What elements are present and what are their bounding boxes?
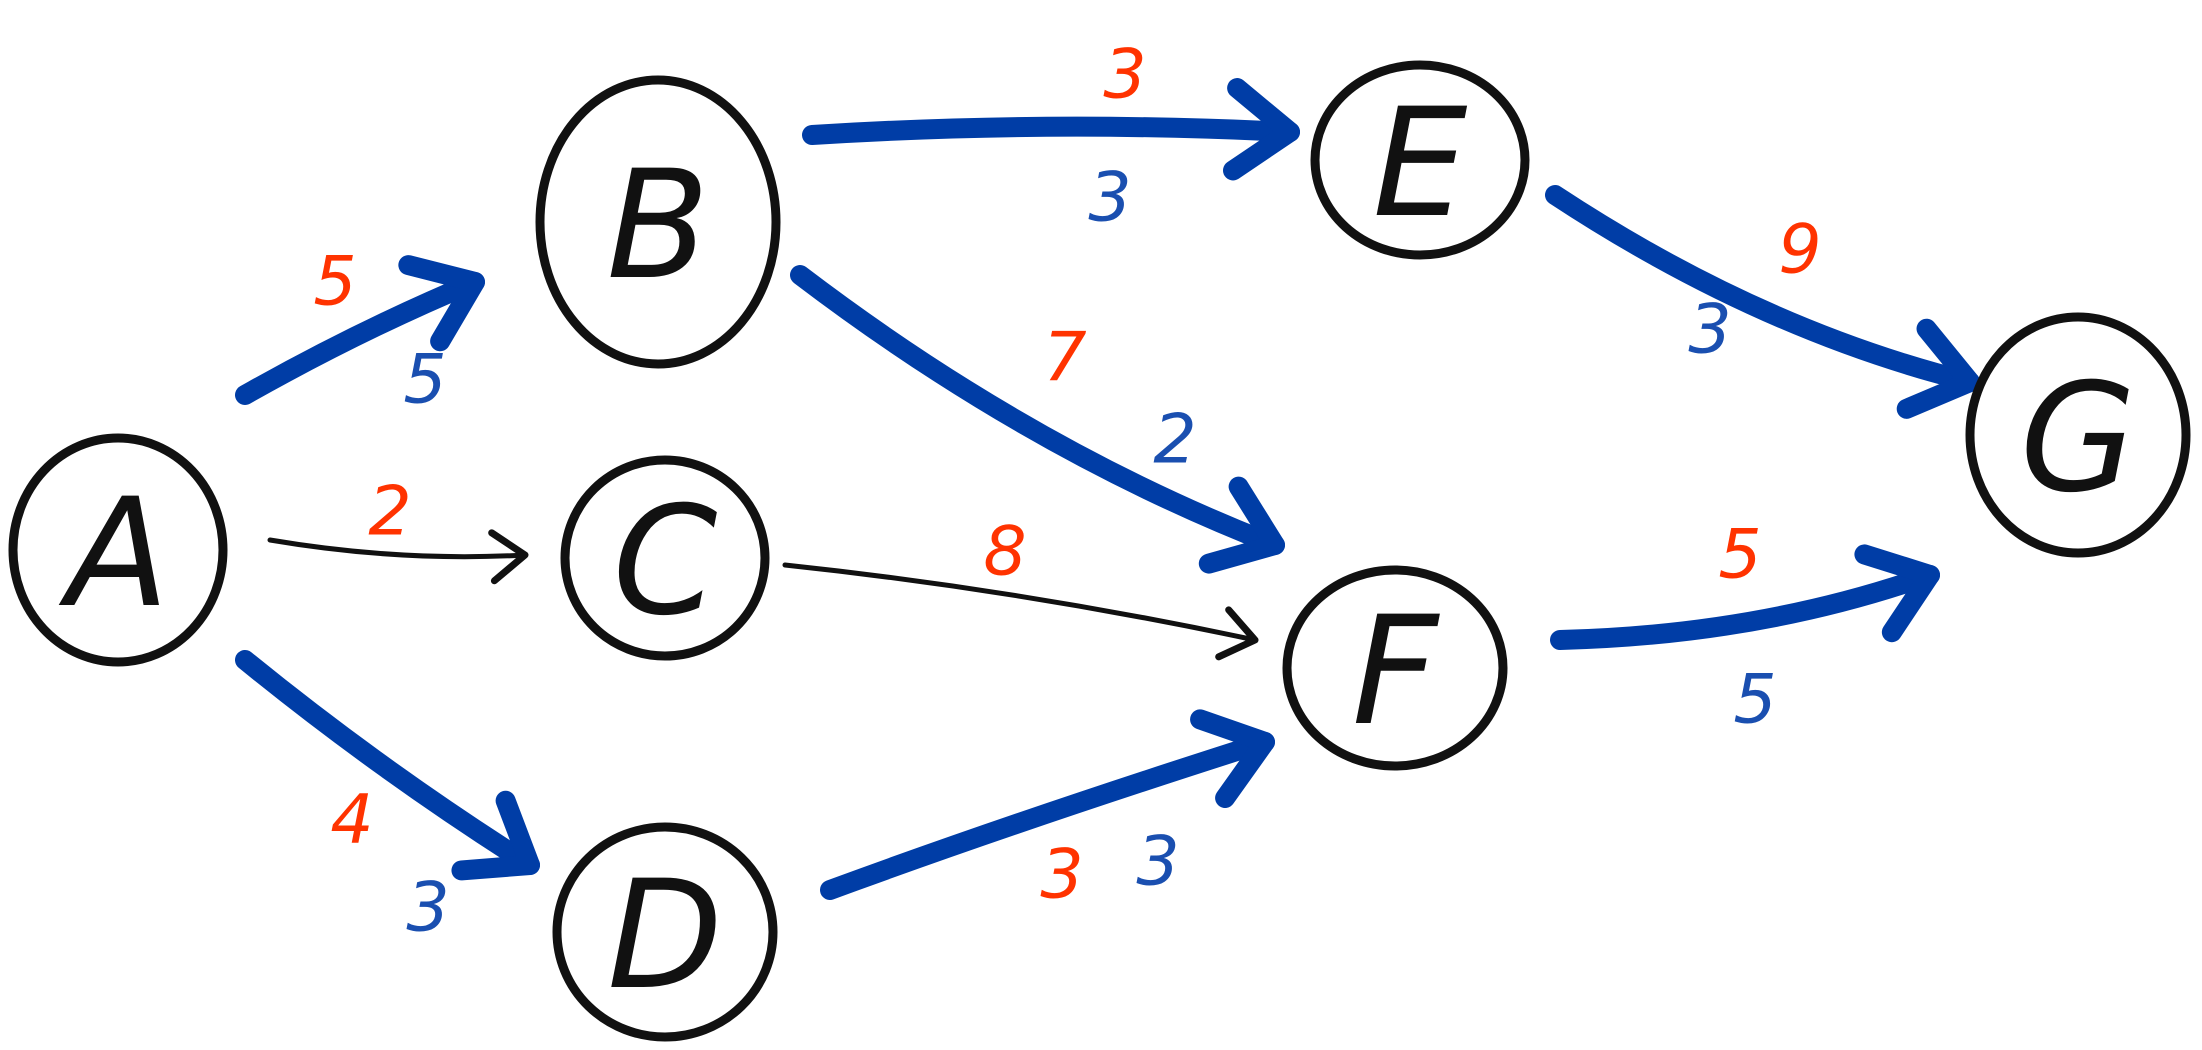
node-circle-a: [8, 433, 228, 667]
nodes-layer: A BC D E F G: [8, 60, 2191, 1042]
flow-line-b-e: [802, 116, 1300, 145]
capacity-label-f-g: 5: [1718, 516, 1761, 595]
flow-line-a-d: [235, 650, 540, 875]
capacity-label-d-f: 3: [1040, 836, 1083, 915]
flow-label-b-f: 2: [1153, 401, 1196, 480]
flow-label-f-g: 5: [1733, 661, 1776, 740]
edge-f-g: [1550, 544, 1940, 650]
capacity-label-b-e: 3: [1103, 36, 1146, 115]
node-label-c: C: [613, 475, 718, 649]
flow-arrowhead-b-f: [1198, 476, 1285, 574]
node-b: B: [535, 75, 781, 369]
node-e: E: [1310, 60, 1530, 260]
node-label-b: B: [607, 139, 710, 313]
edge-line-a-c: [267, 537, 528, 560]
flow-line-f-g: [1550, 565, 1940, 650]
flow-line-b-f: [790, 265, 1285, 555]
flow-line-a-b: [235, 272, 485, 405]
node-circle-b: [535, 75, 781, 369]
flow-line-e-g: [1545, 185, 1980, 392]
flow-label-b-e: 3: [1088, 159, 1131, 238]
node-circle-e: [1310, 60, 1530, 260]
flow-label-d-f: 3: [1136, 823, 1179, 902]
node-circle-f: [1282, 565, 1508, 771]
flow-arrowhead-f-g: [1854, 544, 1940, 643]
flow-arrowhead-b-e: [1223, 78, 1300, 181]
edge-d-f: [820, 709, 1275, 900]
flow-arrowhead-a-b: [398, 255, 485, 352]
edge-a-b: [235, 255, 485, 405]
capacity-label-a-c: 2: [368, 473, 411, 552]
capacity-label-a-d: 4: [330, 781, 373, 860]
capacity-label-e-g: 9: [1778, 211, 1821, 290]
flow-arrowhead-d-f: [1190, 709, 1275, 808]
node-label-f: F: [1352, 585, 1441, 759]
node-circle-c: [560, 455, 770, 661]
node-label-e: E: [1373, 77, 1468, 251]
edge-b-e: [802, 78, 1300, 181]
flow-label-e-g: 3: [1688, 291, 1731, 370]
edges-layer: [235, 78, 1980, 900]
edge-e-g: [1545, 185, 1980, 419]
node-label-d: D: [607, 849, 723, 1023]
edge-line-c-f: [782, 562, 1258, 643]
flow-line-d-f: [820, 732, 1275, 900]
flow-arrowhead-a-d: [451, 790, 540, 881]
edge-c-f: [782, 562, 1259, 661]
node-c: C: [560, 455, 770, 661]
capacity-label-b-f: 7: [1043, 319, 1086, 398]
capacity-label-a-b: 5: [313, 243, 356, 322]
flow-arrowhead-e-g: [1896, 318, 1980, 419]
node-circle-g: [1965, 312, 2191, 558]
node-label-a: A: [59, 467, 170, 641]
arrowhead-c-f: [1215, 606, 1259, 661]
flow-label-a-b: 5: [403, 341, 446, 420]
node-circle-d: [552, 822, 778, 1042]
node-d: D: [552, 822, 778, 1042]
flow-label-a-d: 3: [406, 869, 449, 948]
edge-a-c: [267, 529, 529, 585]
node-label-g: G: [2020, 352, 2136, 526]
node-f: F: [1282, 565, 1508, 771]
edge-a-d: [235, 650, 540, 881]
edge-b-f: [790, 265, 1285, 574]
node-g: G: [1965, 312, 2191, 558]
node-a: A: [8, 433, 228, 667]
arrowhead-a-c: [488, 529, 529, 585]
capacity-label-c-f: 8: [983, 513, 1026, 592]
